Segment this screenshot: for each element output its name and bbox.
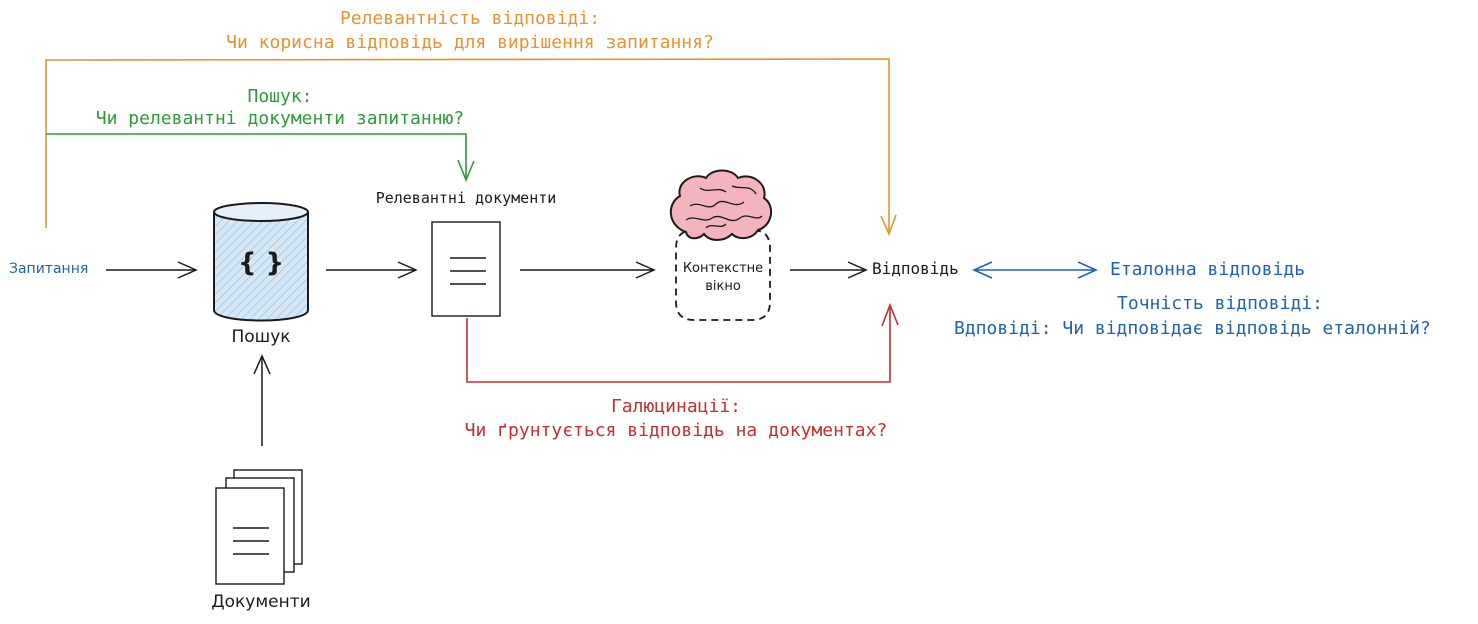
answer-label: Відповідь: [872, 259, 959, 278]
context-window-box: [675, 229, 771, 321]
accuracy-question: Вдповіді: Чи відповідає відповідь еталон…: [954, 318, 1431, 339]
answer-relevance-connector: [45, 58, 897, 237]
database-icon: [213, 202, 309, 322]
documents-label: Документи: [211, 592, 311, 612]
reference-answer-label: Еталонна відповідь: [1110, 259, 1306, 280]
arrow-search-to-docs: [326, 261, 418, 279]
documents-stack-icon: [215, 469, 303, 585]
relevant-docs-label: Релевантні документи: [375, 189, 557, 207]
accuracy-title: Точність відповіді:: [1117, 293, 1323, 314]
arrow-docs-to-context: [520, 261, 656, 279]
retrieval-title: Пошук:: [247, 86, 313, 107]
document-icon: [431, 221, 501, 317]
arrow-context-to-answer: [790, 261, 868, 279]
arrow-question-to-search: [106, 261, 198, 279]
arrow-documents-to-search: [253, 354, 271, 446]
context-window-label-line2: вікно: [705, 279, 741, 294]
answer-relevance-title: Релевантність відповіді:: [339, 8, 601, 29]
context-window-label-line1: Контекстне: [682, 261, 764, 276]
retrieval-connector: [46, 133, 475, 183]
flow-arrows: [106, 261, 868, 446]
brain-icon: [670, 169, 773, 241]
question-label: Запитання: [9, 261, 89, 277]
answer-relevance-question: Чи корисна відповідь для вирішення запит…: [226, 32, 714, 53]
retrieval-question: Чи релевантні документи запитанню?: [95, 108, 465, 129]
search-label: Пошук: [231, 327, 291, 347]
accuracy-double-arrow: [972, 261, 1098, 279]
hallucination-connector: [466, 302, 899, 383]
hallucinations-title: Галюцинації:: [610, 396, 742, 417]
search-braces-glyph: { }: [237, 248, 285, 278]
hallucinations-question: Чи ґрунтується відповідь на документах?: [464, 420, 888, 441]
